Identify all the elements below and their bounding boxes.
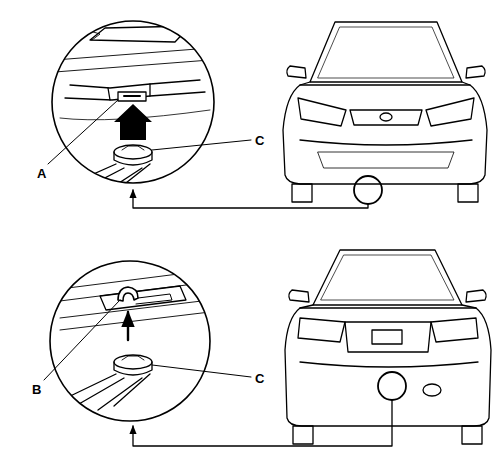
callout-letter: C xyxy=(254,133,265,148)
leader-lines xyxy=(44,100,251,380)
callout-letter: C xyxy=(254,371,265,386)
callout-letter: A xyxy=(36,166,47,181)
callout-letter: B xyxy=(31,382,42,397)
rear-car xyxy=(133,250,491,446)
rear-jack-detail xyxy=(50,261,210,421)
front-jack-detail xyxy=(52,21,214,198)
